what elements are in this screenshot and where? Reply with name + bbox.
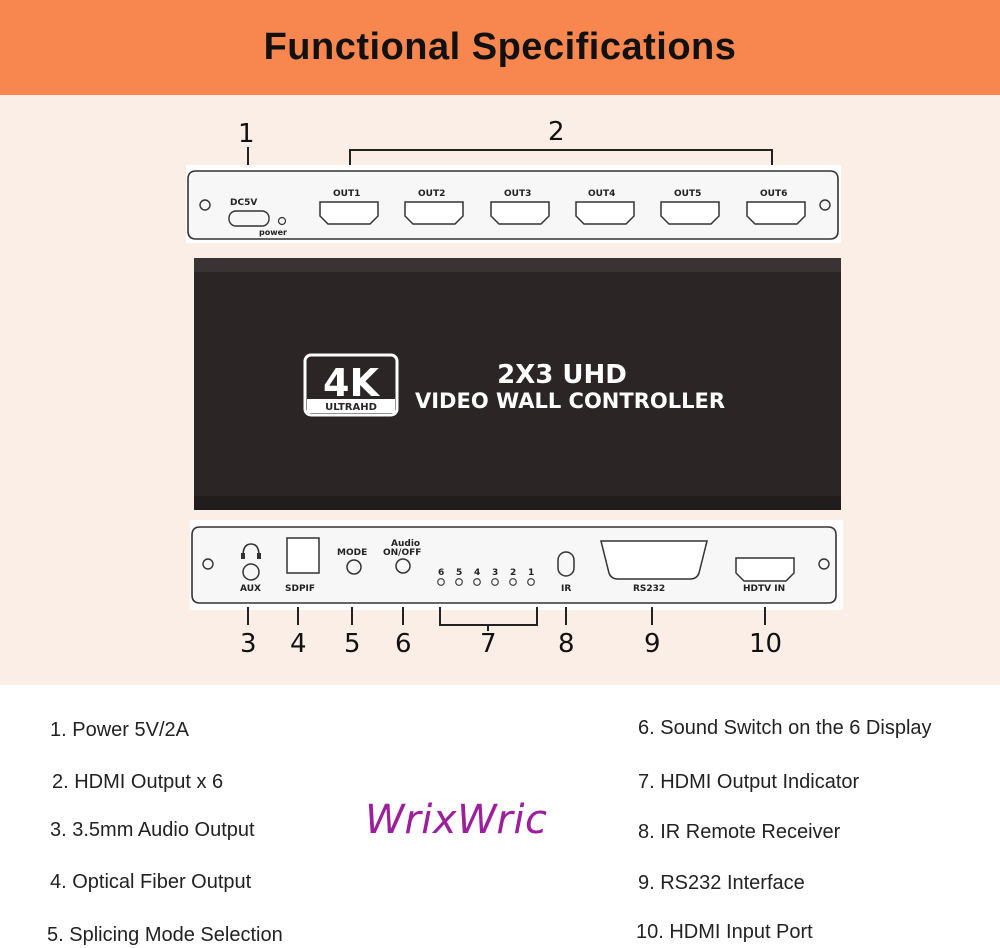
callout-2: 2 xyxy=(548,117,565,147)
callout-1: 1 xyxy=(238,119,255,149)
rs232-label: RS232 xyxy=(633,584,665,594)
out2-label: OUT2 xyxy=(418,189,445,199)
indicator-led-1 xyxy=(527,578,535,586)
spec-legend xyxy=(0,685,1000,948)
indicator-3-label: 3 xyxy=(492,568,498,578)
hdmi-in-label: HDTV IN xyxy=(743,584,785,594)
callout-9: 9 xyxy=(644,629,661,659)
legend-item: 3. 3.5mm Audio Output xyxy=(50,819,255,841)
power-led-label: power xyxy=(259,228,287,237)
audio-label-2: ON/OFF xyxy=(383,548,421,558)
legend-item: 9. RS232 Interface xyxy=(638,872,805,894)
rs232-port xyxy=(600,540,708,580)
device-illustration: 1 2 DC5V power OUT1 OUT2 OUT3 OUT4 OUT5 … xyxy=(186,117,843,659)
brand-logo: WrixWric xyxy=(365,797,548,843)
indicator-led-5 xyxy=(455,578,463,586)
rear-panel: AUX SDPIF MODE Audio ON/OFF 6 5 4 3 2 1 xyxy=(190,520,843,610)
4k-badge-sub: ULTRAHD xyxy=(325,402,377,413)
indicator-5-label: 5 xyxy=(456,568,462,578)
ir-label: IR xyxy=(561,584,571,594)
hdmi-in-port xyxy=(735,557,795,582)
indicator-6-label: 6 xyxy=(438,568,444,578)
indicator-led-6 xyxy=(437,578,445,586)
dc-power-jack xyxy=(228,210,270,227)
aux-jack xyxy=(242,563,260,581)
callout-7: 7 xyxy=(480,629,497,659)
hdmi-out2-port xyxy=(404,201,464,225)
device-model: 2X3 UHD xyxy=(497,360,627,390)
indicator-led-3 xyxy=(491,578,499,586)
indicator-1-label: 1 xyxy=(528,568,534,578)
legend-item: 2. HDMI Output x 6 xyxy=(52,771,224,793)
callout-5: 5 xyxy=(344,629,361,659)
indicator-4-label: 4 xyxy=(474,568,480,578)
headphone-icon xyxy=(241,543,261,559)
device-body: 4K ULTRAHD 2X3 UHD VIDEO WALL CONTROLLER xyxy=(194,258,841,510)
device-name: VIDEO WALL CONTROLLER xyxy=(415,389,725,413)
hdmi-out5-port xyxy=(660,201,720,225)
hdmi-out3-port xyxy=(490,201,550,225)
spdif-label: SDPIF xyxy=(285,584,315,594)
indicator-led-4 xyxy=(473,578,481,586)
mode-label: MODE xyxy=(337,548,367,558)
callout-4: 4 xyxy=(290,629,307,659)
out6-label: OUT6 xyxy=(760,189,787,199)
legend-item: 8. IR Remote Receiver xyxy=(638,821,841,843)
legend-item: 6. Sound Switch on the 6 Display xyxy=(638,717,932,739)
out1-label: OUT1 xyxy=(333,189,360,199)
header-banner: Functional Specifications xyxy=(0,0,1000,95)
page-title: Functional Specifications xyxy=(263,26,737,68)
4k-badge-main: 4K xyxy=(323,361,380,405)
ir-receiver xyxy=(557,551,575,577)
out3-label: OUT3 xyxy=(504,189,531,199)
audio-label-1: Audio xyxy=(391,539,420,549)
callout-3: 3 xyxy=(240,629,257,659)
indicator-led-2 xyxy=(509,578,517,586)
legend-item: 7. HDMI Output Indicator xyxy=(638,771,860,793)
out4-label: OUT4 xyxy=(588,189,615,199)
callout-6: 6 xyxy=(395,629,412,659)
legend-item: 1. Power 5V/2A xyxy=(50,719,189,741)
power-led xyxy=(277,216,287,226)
hdmi-out6-port xyxy=(746,201,806,225)
4k-badge xyxy=(303,353,399,417)
mode-button xyxy=(346,559,362,575)
hdmi-out4-port xyxy=(575,201,635,225)
spdif-port xyxy=(286,537,320,574)
dc5v-label: DC5V xyxy=(230,198,257,208)
out5-label: OUT5 xyxy=(674,189,701,199)
callout-10: 10 xyxy=(749,629,782,659)
aux-label: AUX xyxy=(240,584,261,594)
legend-item: 10. HDMI Input Port xyxy=(636,921,813,943)
product-diagram: 1 2 DC5V power OUT1 OUT2 OUT3 OUT4 OUT5 … xyxy=(0,95,1000,685)
indicator-2-label: 2 xyxy=(510,568,516,578)
legend-item: 5. Splicing Mode Selection xyxy=(47,924,283,946)
hdmi-out1-port xyxy=(319,201,379,225)
callout-8: 8 xyxy=(558,629,575,659)
front-panel: DC5V power OUT1 OUT2 OUT3 OUT4 OUT5 OUT6 xyxy=(186,165,841,243)
legend-item: 4. Optical Fiber Output xyxy=(50,871,252,893)
audio-switch-button xyxy=(395,558,411,574)
